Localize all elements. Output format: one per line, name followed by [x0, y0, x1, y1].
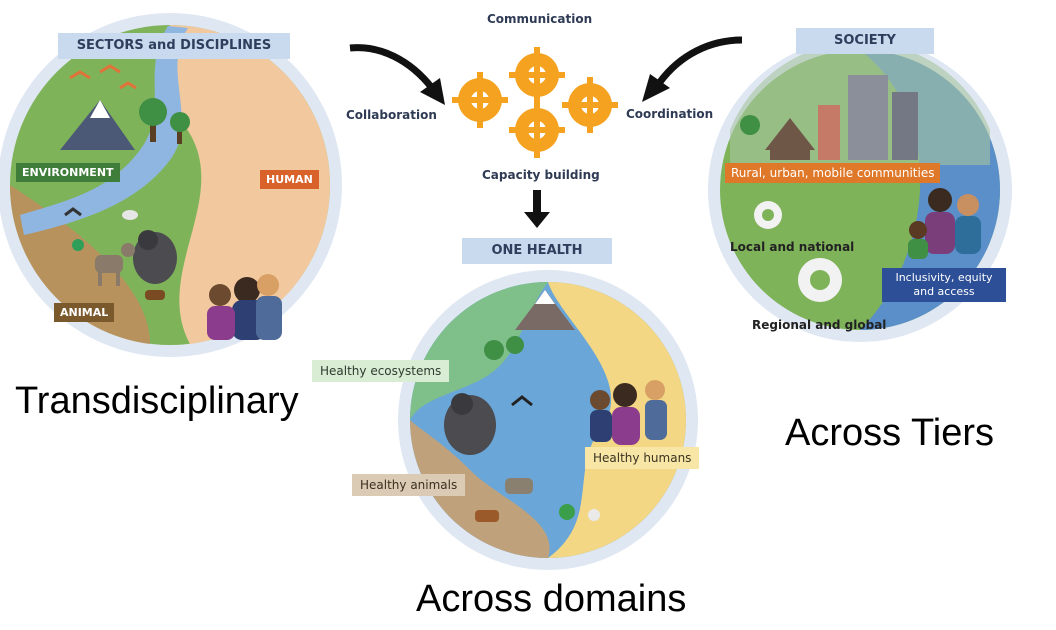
one-health-circle — [398, 270, 698, 570]
dog-icon — [145, 290, 165, 300]
inclusivity-line2: and access — [913, 285, 975, 298]
fish-icon-center — [588, 509, 600, 521]
healthy-animals-label: Healthy animals — [352, 474, 466, 496]
human-tag: HUMAN — [260, 170, 319, 189]
tree-icon — [139, 98, 167, 126]
arrow-right-curve — [657, 36, 743, 85]
birds-icon — [69, 64, 137, 90]
capacity-building-label: Capacity building — [482, 168, 600, 182]
inclusivity-line1: Inclusivity, equity — [895, 271, 993, 284]
bat-icon-center — [511, 395, 533, 407]
society-circle — [708, 38, 1012, 342]
transdisciplinary-caption: Transdisciplinary — [15, 380, 299, 422]
goat-icon-center — [505, 478, 533, 494]
communication-label: Communication — [487, 12, 593, 26]
building-icon — [848, 75, 888, 160]
regional-global-label: Regional and global — [752, 318, 887, 332]
humans-icon — [613, 383, 637, 407]
mountain-icon — [60, 100, 135, 150]
bird-icon — [72, 239, 84, 251]
communities-band: Rural, urban, mobile communities — [725, 163, 941, 183]
fish-icon — [122, 210, 138, 220]
coordination-label: Coordination — [626, 107, 714, 121]
community-people-icon — [928, 188, 952, 212]
society-header: SOCIETY — [796, 28, 934, 54]
one-health-header: ONE HEALTH — [462, 238, 612, 264]
healthy-humans-label: Healthy humans — [585, 447, 700, 469]
arrow-left-curve — [349, 44, 435, 91]
dog-icon-center — [475, 510, 499, 522]
collaboration-label: Collaboration — [346, 108, 437, 122]
local-national-label: Local and national — [730, 240, 855, 254]
sectors-header: SECTORS and DISCIPLINES — [58, 33, 290, 59]
animal-tag: ANIMAL — [54, 303, 115, 322]
people-icon — [234, 277, 260, 303]
healthy-ecosystems-label: Healthy ecosystems — [312, 360, 450, 382]
environment-tag: ENVIRONMENT — [16, 163, 120, 182]
house-icon — [765, 118, 815, 150]
across-tiers-caption: Across Tiers — [785, 412, 995, 454]
chicken-icon — [559, 504, 575, 520]
sectors-circle — [0, 13, 342, 357]
bat-icon — [64, 207, 82, 217]
mountain-icon-center — [515, 290, 575, 330]
inclusivity-box: Inclusivity, equity and access — [882, 268, 1006, 302]
goat-icon — [95, 255, 123, 273]
arrow-down — [533, 190, 541, 214]
across-domains-caption: Across domains — [416, 578, 687, 620]
